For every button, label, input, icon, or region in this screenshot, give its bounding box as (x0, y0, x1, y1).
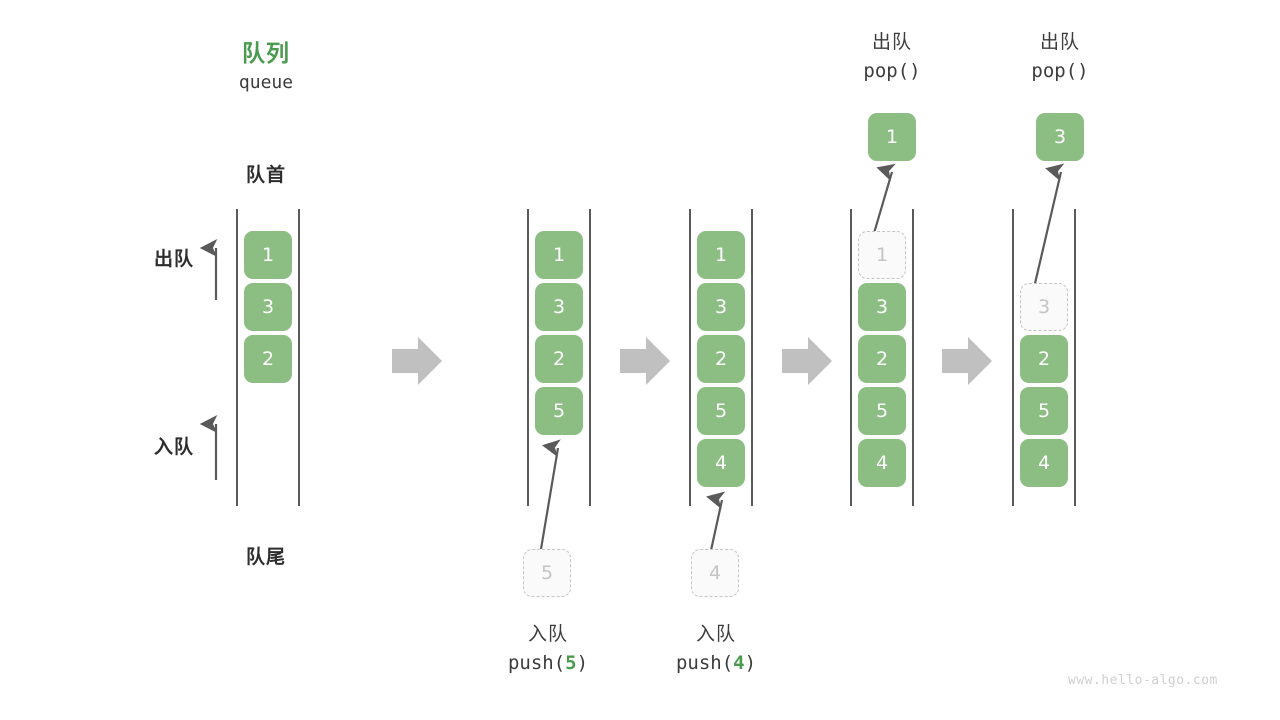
queue-cell: 2 (858, 335, 906, 383)
push-connector-4 (706, 491, 726, 556)
enqueue-label: 入队 (153, 436, 194, 458)
transition-arrow-2 (620, 337, 670, 385)
rail-left (850, 209, 852, 506)
queue-cell: 4 (1020, 439, 1068, 487)
operation-label-cn: 出队 (1039, 31, 1080, 53)
queue-head-label: 队首 (245, 164, 286, 186)
dequeue-label: 出队 (153, 248, 194, 270)
page-title: 队列 (242, 41, 290, 67)
queue-cell: 5 (1020, 387, 1068, 435)
pop-connector-3 (1031, 163, 1065, 293)
queue-cell: 4 (858, 439, 906, 487)
popped-element: 1 (868, 113, 916, 161)
page-subtitle: queue (238, 72, 294, 93)
queue-cell: 1 (697, 231, 745, 279)
rail-right (298, 209, 300, 506)
queue-cell: 5 (858, 387, 906, 435)
queue-cell: 3 (535, 283, 583, 331)
queue-cell-removed: 1 (858, 231, 906, 279)
queue-cell: 5 (535, 387, 583, 435)
rail-right (1074, 209, 1076, 506)
operation-label-cn: 出队 (871, 31, 912, 53)
push-connector-5 (538, 439, 561, 556)
transition-arrow-3 (782, 337, 832, 385)
incoming-element: 4 (691, 549, 739, 597)
transition-arrow-1 (392, 337, 442, 385)
watermark: www.hello-algo.com (1068, 673, 1218, 688)
operation-label-code: pop() (863, 59, 921, 82)
queue-cell: 2 (244, 335, 292, 383)
operation-label-pop-3: 出队 pop() (980, 28, 1140, 86)
operation-label-code: push(4) (675, 651, 757, 674)
queue-cell: 5 (697, 387, 745, 435)
operation-label-push-4: 入队 push(4) (636, 620, 796, 678)
queue-cell: 3 (858, 283, 906, 331)
queue-cell: 2 (697, 335, 745, 383)
queue-cell: 2 (535, 335, 583, 383)
rail-left (236, 209, 238, 506)
rail-right (751, 209, 753, 506)
incoming-element: 5 (523, 549, 571, 597)
rail-left (1012, 209, 1014, 506)
operation-label-pop-1: 出队 pop() (812, 28, 972, 86)
operation-label-code: push(5) (507, 651, 589, 674)
operation-label-cn: 入队 (527, 623, 568, 645)
operation-label-cn: 入队 (695, 623, 736, 645)
operation-label-push-5: 入队 push(5) (468, 620, 628, 678)
rail-right (912, 209, 914, 506)
queue-cell: 4 (697, 439, 745, 487)
queue-cell-removed: 3 (1020, 283, 1068, 331)
queue-cell: 3 (697, 283, 745, 331)
rail-left (527, 209, 529, 506)
operation-label-code: pop() (1031, 59, 1089, 82)
transition-arrow-4 (942, 337, 992, 385)
queue-cell: 3 (244, 283, 292, 331)
rail-left (689, 209, 691, 506)
queue-cell: 1 (244, 231, 292, 279)
queue-cell: 2 (1020, 335, 1068, 383)
popped-element: 3 (1036, 113, 1084, 161)
queue-cell: 1 (535, 231, 583, 279)
pop-connector-1 (870, 163, 896, 241)
queue-tail-label: 队尾 (245, 546, 286, 568)
rail-right (589, 209, 591, 506)
